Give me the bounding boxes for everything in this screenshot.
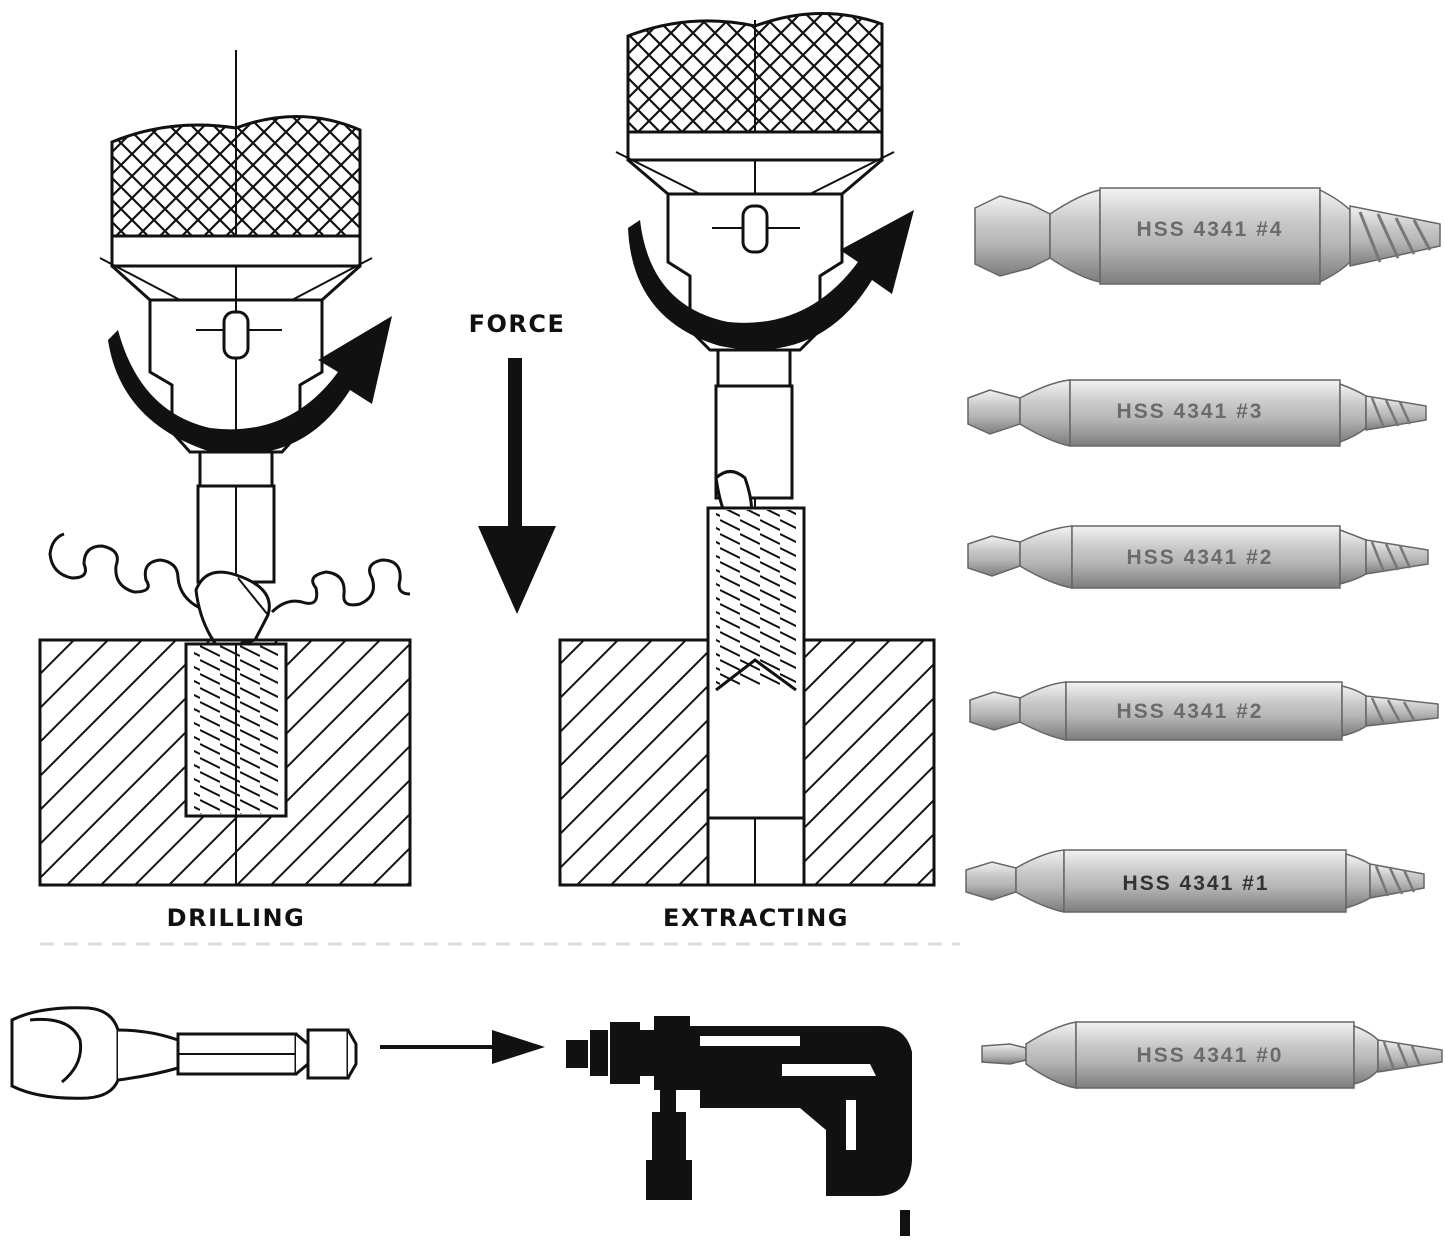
power-drill-icon xyxy=(566,1016,912,1236)
bit-label: HSS 4341 #0 xyxy=(1137,1044,1284,1067)
drilling-chuck-knurl xyxy=(110,115,362,238)
drilling-chip-curl-left xyxy=(48,532,201,610)
bit-label: HSS 4341 #4 xyxy=(1137,218,1284,241)
extractor-bit-2a: HSS 4341 #2 xyxy=(967,525,1429,589)
extractor-bits-list: HSS 4341 #4 HSS 4341 #3 HSS 4341 #2 xyxy=(965,187,1443,1089)
drilling-bit-tip xyxy=(194,570,271,652)
extractor-bit-1: HSS 4341 #1 xyxy=(965,849,1425,913)
bit-label: HSS 4341 #3 xyxy=(1117,400,1264,423)
drilling-rotation-arrow xyxy=(108,316,392,454)
extracting-workpiece xyxy=(802,638,936,887)
extractor-bit-3: HSS 4341 #3 xyxy=(967,379,1427,447)
extracting-illustration: EXTRACTING xyxy=(558,12,936,932)
force-arrow-head xyxy=(478,526,556,614)
extractor-bit-0: HSS 4341 #0 xyxy=(981,1021,1443,1089)
extracting-label: EXTRACTING xyxy=(663,904,849,932)
force-indicator: FORCE xyxy=(469,310,566,614)
bit-label: HSS 4341 #2 xyxy=(1117,700,1264,723)
drilling-chuck-band xyxy=(110,234,362,268)
extracting-chuck-knurl xyxy=(626,12,884,134)
force-label: FORCE xyxy=(469,310,566,338)
extracting-rotation-arrow xyxy=(628,210,914,350)
bit-to-drill-diagram xyxy=(10,1006,912,1236)
bit-label: HSS 4341 #1 xyxy=(1123,872,1270,895)
hex-bit-outline xyxy=(10,1006,120,1100)
extracting-chuck-body xyxy=(666,192,844,352)
drilling-illustration: DRILLING xyxy=(38,50,412,932)
bit-label: HSS 4341 #2 xyxy=(1127,546,1274,569)
extractor-bit-2b: HSS 4341 #2 xyxy=(969,681,1439,741)
drilling-chip-curl-right xyxy=(270,558,411,614)
arrow-right-icon xyxy=(492,1030,545,1064)
drilling-label: DRILLING xyxy=(167,904,306,932)
extractor-bit-4: HSS 4341 #4 xyxy=(974,187,1441,285)
force-arrow-shaft xyxy=(508,358,522,528)
